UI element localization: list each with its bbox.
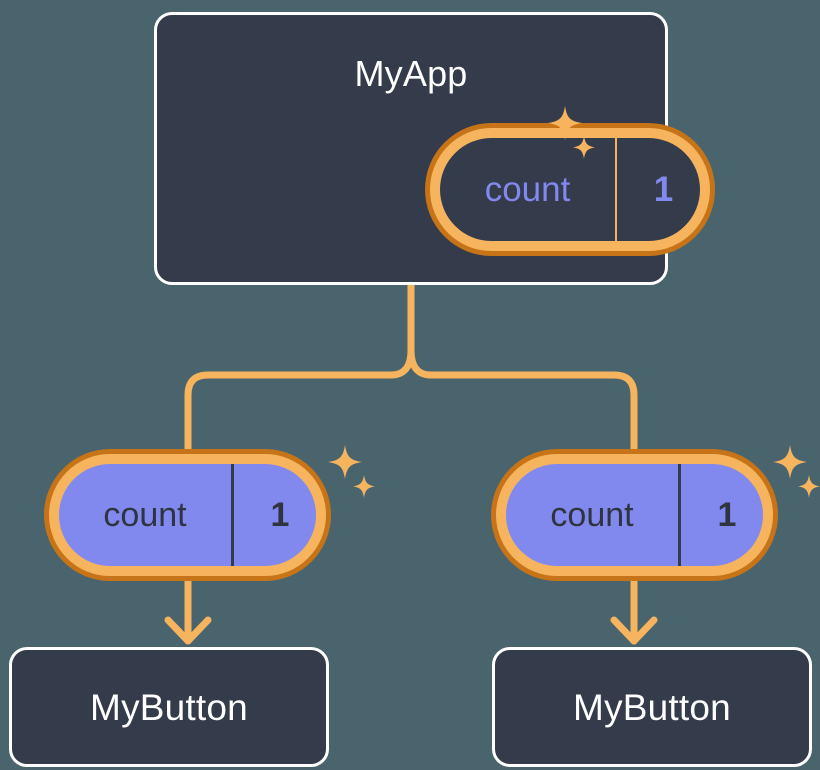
node-title: MyButton [573,687,731,728]
arrow-down-icon-right [610,574,658,645]
node-card-myapp[interactable]: MyApp count 1 [154,12,715,285]
pill-outer-ring: count 1 [425,123,715,256]
pill-outer-ring: count 1 [44,449,331,581]
state-pill-child-right[interactable]: count 1 [491,449,778,581]
state-pill-myapp[interactable]: count 1 [425,123,715,256]
page-title: MyApp [354,53,468,94]
node-card-mybutton-left[interactable]: MyButton [9,647,329,767]
state-key-label: count [440,138,617,241]
state-value-label: 1 [653,169,674,209]
connector-branch-left [184,346,415,456]
pill-inner-ring: count 1 [496,454,773,576]
pill-body: count 1 [506,464,763,566]
state-pill-child-left[interactable]: count 1 [44,449,331,581]
arrow-down-icon-left [164,574,212,645]
pill-body: count 1 [440,138,700,241]
pill-outer-ring: count 1 [491,449,778,581]
node-card-mybutton-right[interactable]: MyButton [492,647,812,767]
connector-branch-right [407,346,638,456]
pill-inner-ring: count 1 [49,454,326,576]
pill-body: count 1 [59,464,316,566]
state-key-label: count [59,464,234,566]
node-title: MyButton [90,687,248,728]
pill-inner-ring: count 1 [430,128,710,251]
state-value-label: 1 [717,495,737,534]
state-key-label: count [506,464,681,566]
state-value-label: 1 [270,495,290,534]
